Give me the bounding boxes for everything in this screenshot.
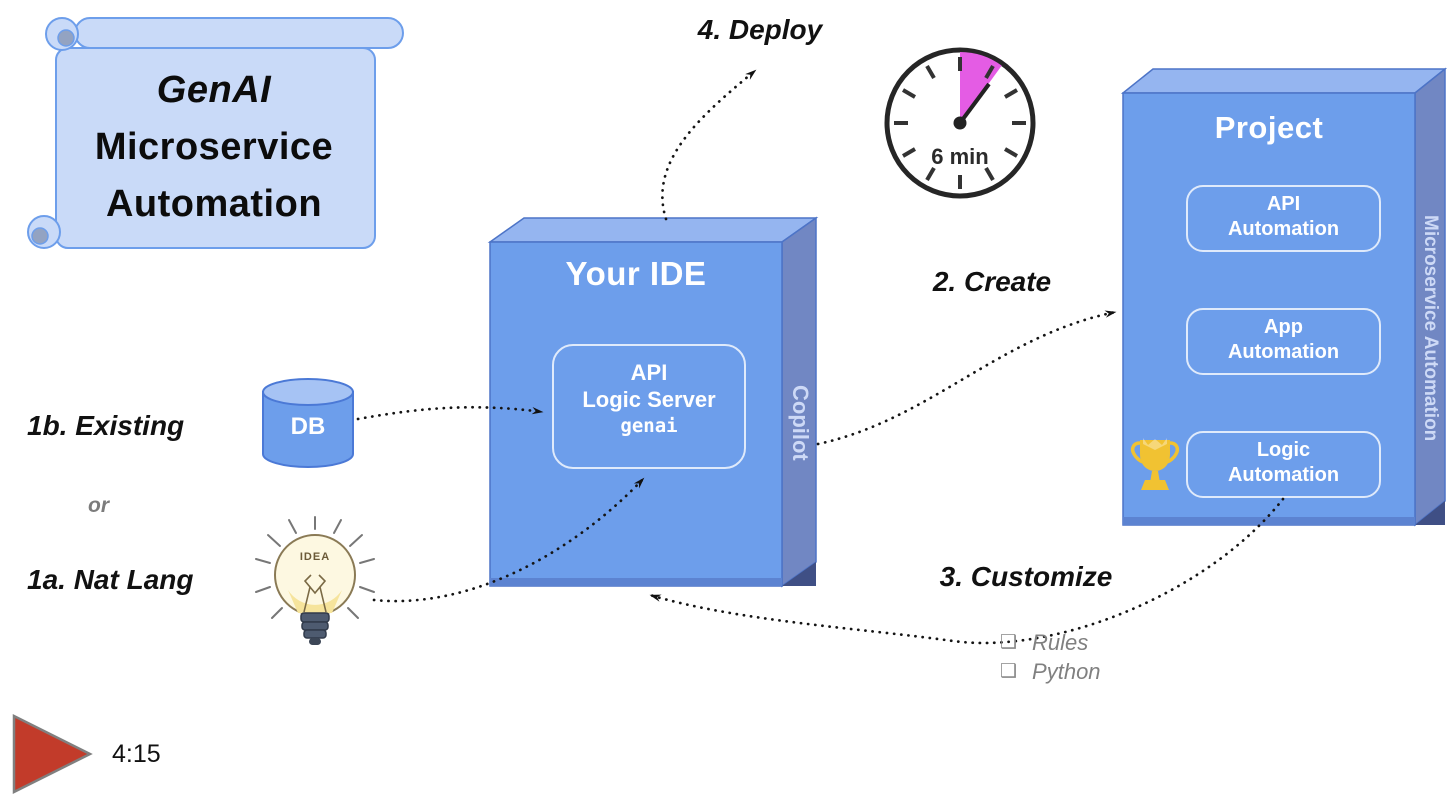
api-logic-server-text: API Logic Server genai — [553, 359, 745, 440]
checklist-item-python: ❑ Python — [1000, 657, 1101, 686]
project-box-title: Project — [1214, 110, 1324, 145]
api-automation-box — [1186, 185, 1381, 252]
db-label: DB — [290, 413, 326, 440]
idea-label: IDEA — [299, 551, 331, 563]
microservice-automation-side-label: Microservice Automation — [1420, 215, 1441, 442]
or-label: or — [88, 494, 109, 517]
arrow-create — [816, 310, 1118, 446]
banner-title: GenAI Microservice Automation — [56, 62, 372, 233]
step-create-label: 2. Create — [932, 266, 1052, 297]
trophy-icon — [1130, 438, 1180, 490]
video-timestamp: 4:15 — [112, 740, 161, 768]
app-automation-box — [1186, 308, 1381, 375]
project-box-shape — [1120, 67, 1448, 527]
inner-code-genai: genai — [620, 415, 678, 437]
step-deploy-label: 4. Deploy — [697, 14, 823, 45]
customize-checklist: ❑ Rules ❑ Python — [1000, 628, 1101, 686]
play-button[interactable] — [12, 713, 93, 795]
checkbox-bullet-icon: ❑ — [1000, 632, 1018, 653]
checklist-python-label: Python — [1032, 658, 1101, 684]
arrow-deploy — [661, 68, 758, 221]
banner-line-microservice: Microservice — [94, 126, 334, 168]
module-logic-automation: Logic Automation — [1227, 439, 1340, 486]
scroll-banner-shape — [27, 17, 404, 249]
checklist-item-rules: ❑ Rules — [1000, 628, 1101, 657]
database-icon — [262, 378, 354, 468]
step-natlang-label: 1a. Nat Lang — [27, 564, 194, 595]
checkbox-bullet-icon: ❑ — [1000, 661, 1018, 682]
inner-line-api: API — [630, 360, 668, 385]
step-existing-label: 1b. Existing — [27, 410, 185, 441]
ide-box-title: Your IDE — [565, 255, 707, 292]
flow-arrows — [356, 68, 1285, 645]
timer-clock-icon — [884, 47, 1036, 199]
inner-line-logic-server: Logic Server — [582, 387, 716, 412]
idea-lightbulb-icon — [255, 516, 375, 645]
checklist-rules-label: Rules — [1032, 629, 1089, 655]
module-app-automation: App Automation — [1227, 316, 1340, 363]
banner-line-genai: GenAI — [156, 69, 272, 111]
banner-line-automation: Automation — [105, 183, 323, 225]
step-customize-label: 3. Customize — [939, 561, 1113, 592]
api-logic-server-box — [552, 344, 746, 469]
module-api-automation: API Automation — [1227, 193, 1340, 240]
clock-duration-label: 6 min — [931, 144, 989, 169]
arrow-natlang-to-ide — [372, 476, 646, 603]
logic-automation-box — [1186, 431, 1381, 498]
copilot-side-label: Copilot — [788, 385, 813, 461]
